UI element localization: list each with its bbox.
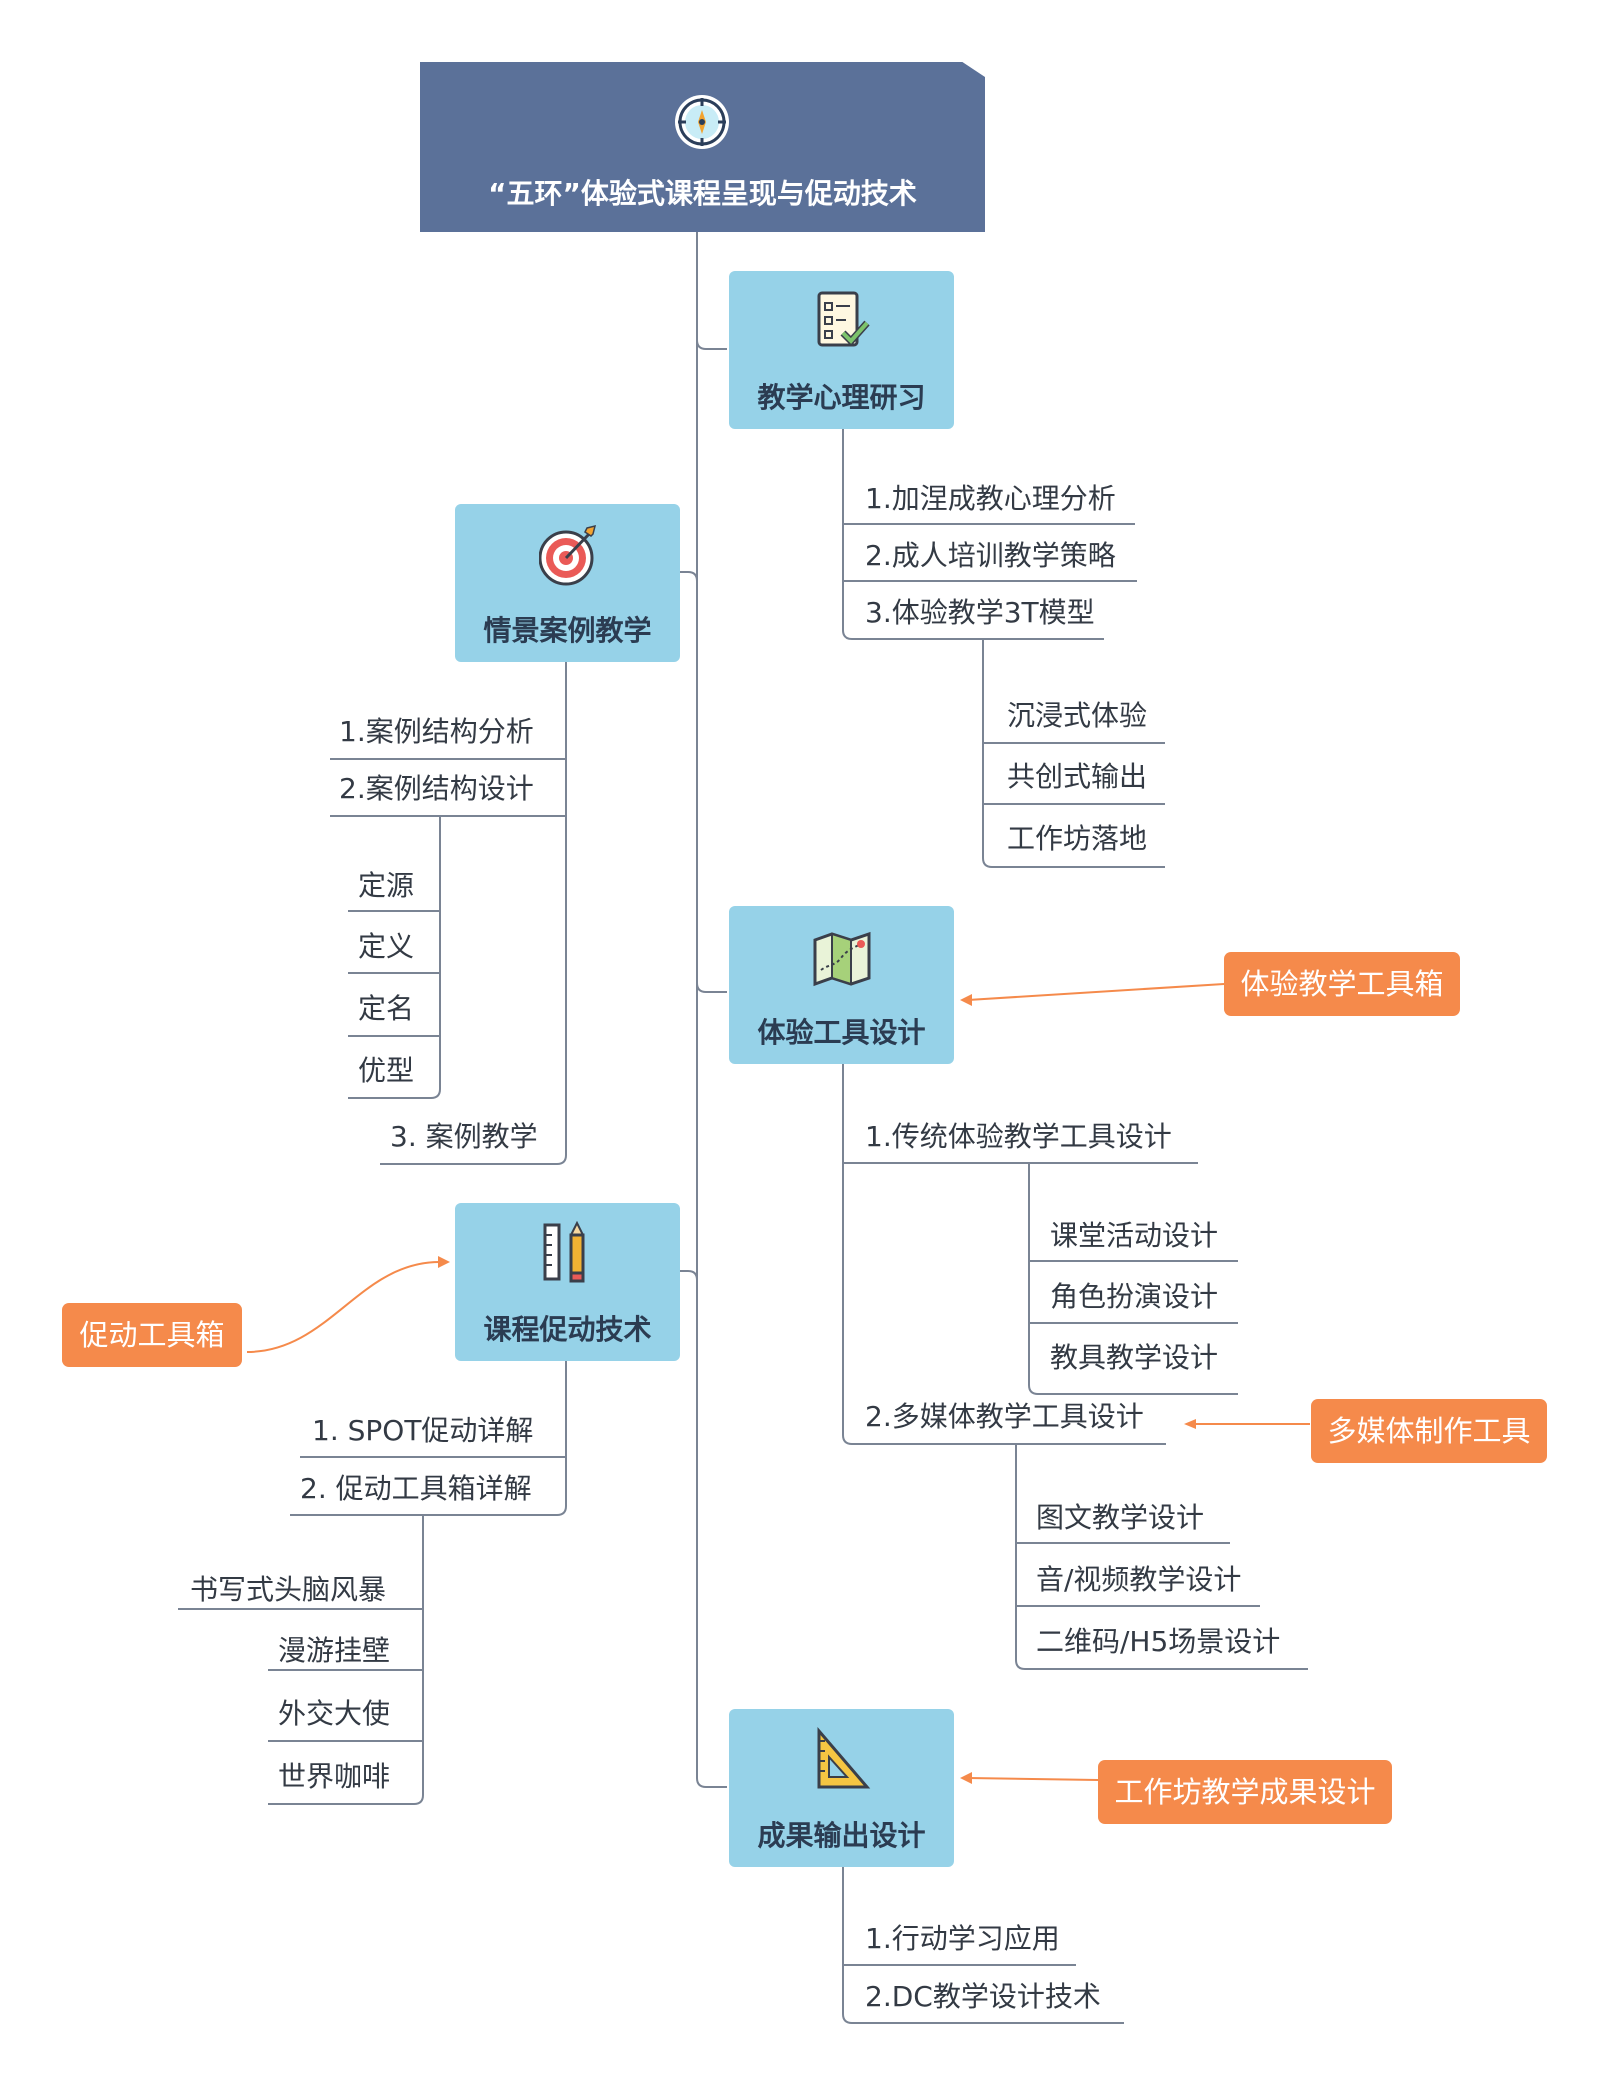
callout-facilitation-toolbox[interactable]: 促动工具箱 xyxy=(62,1303,242,1367)
subtopic-qrcode-h5[interactable]: 二维码/H5场景设计 xyxy=(1036,1625,1281,1658)
branch-label: 情景案例教学 xyxy=(483,614,652,647)
set-square-icon xyxy=(817,1727,871,1789)
branch-case-teaching[interactable]: 情景案例教学 xyxy=(455,504,680,662)
callout-multimedia-tools[interactable]: 多媒体制作工具 xyxy=(1311,1399,1547,1463)
subtopic-ambassador[interactable]: 外交大使 xyxy=(278,1697,391,1730)
subtopic-define-source[interactable]: 定源 xyxy=(358,869,415,902)
topic-multimedia-tool-design[interactable]: 2.多媒体教学工具设计 xyxy=(865,1400,1144,1433)
target-icon xyxy=(539,524,597,586)
callout-experience-toolbox[interactable]: 体验教学工具箱 xyxy=(1224,952,1460,1016)
checklist-icon xyxy=(817,291,870,347)
subtopic-workshop-landing[interactable]: 工作坊落地 xyxy=(1007,822,1148,855)
subtopic-brainwriting[interactable]: 书写式头脑风暴 xyxy=(190,1573,387,1606)
topic-traditional-tool-design[interactable]: 1.传统体验教学工具设计 xyxy=(865,1120,1172,1153)
subtopic-world-cafe[interactable]: 世界咖啡 xyxy=(278,1760,391,1793)
branch-teaching-psychology[interactable]: 教学心理研习 xyxy=(729,271,954,429)
subtopic-graphic-text[interactable]: 图文教学设计 xyxy=(1036,1501,1205,1534)
topic-facilitation-toolbox[interactable]: 2. 促动工具箱详解 xyxy=(300,1472,532,1505)
callout-workshop-output[interactable]: 工作坊教学成果设计 xyxy=(1098,1760,1392,1824)
branch-label: 成果输出设计 xyxy=(757,1819,926,1852)
compass-icon xyxy=(675,95,729,149)
branch-label: 教学心理研习 xyxy=(757,381,926,414)
root-topic[interactable]: “五环”体验式课程呈现与促动技术 xyxy=(420,62,985,232)
topic-case-structure-analysis[interactable]: 1.案例结构分析 xyxy=(339,715,534,748)
root-title: “五环”体验式课程呈现与促动技术 xyxy=(488,177,917,210)
topic-adult-training-strategy[interactable]: 2.成人培训教学策略 xyxy=(865,539,1116,572)
subtopic-optimize-type[interactable]: 优型 xyxy=(358,1054,415,1087)
topic-case-structure-design[interactable]: 2.案例结构设计 xyxy=(339,772,534,805)
branch-facilitation-technique[interactable]: 课程促动技术 xyxy=(455,1203,680,1361)
subtopic-role-play[interactable]: 角色扮演设计 xyxy=(1050,1280,1219,1313)
subtopic-define-name[interactable]: 定名 xyxy=(358,992,415,1025)
topic-case-teaching[interactable]: 3. 案例教学 xyxy=(390,1120,538,1153)
topic-spot-facilitation[interactable]: 1. SPOT促动详解 xyxy=(312,1414,534,1447)
branch-output-design[interactable]: 成果输出设计 xyxy=(729,1709,954,1867)
topic-action-learning[interactable]: 1.行动学习应用 xyxy=(865,1922,1060,1955)
subtopic-co-creation[interactable]: 共创式输出 xyxy=(1007,760,1148,793)
subtopic-gallery-walk[interactable]: 漫游挂壁 xyxy=(278,1634,391,1667)
topic-gagne-analysis[interactable]: 1.加涅成教心理分析 xyxy=(865,482,1116,515)
subtopic-immersive[interactable]: 沉浸式体验 xyxy=(1007,699,1148,732)
subtopic-teaching-aid[interactable]: 教具教学设计 xyxy=(1050,1341,1219,1374)
topic-3t-model[interactable]: 3.体验教学3T模型 xyxy=(865,596,1095,629)
subtopic-classroom-activity[interactable]: 课堂活动设计 xyxy=(1050,1219,1219,1252)
map-icon xyxy=(813,931,871,987)
branch-label: 体验工具设计 xyxy=(757,1016,926,1049)
branch-label: 课程促动技术 xyxy=(483,1313,652,1346)
branch-experience-tool-design[interactable]: 体验工具设计 xyxy=(729,906,954,1064)
subtopic-audio-video[interactable]: 音/视频教学设计 xyxy=(1036,1563,1242,1596)
subtopic-define-meaning[interactable]: 定义 xyxy=(358,930,415,963)
ruler-pencil-icon xyxy=(543,1221,585,1283)
topic-dc-design[interactable]: 2.DC教学设计技术 xyxy=(865,1980,1101,2013)
